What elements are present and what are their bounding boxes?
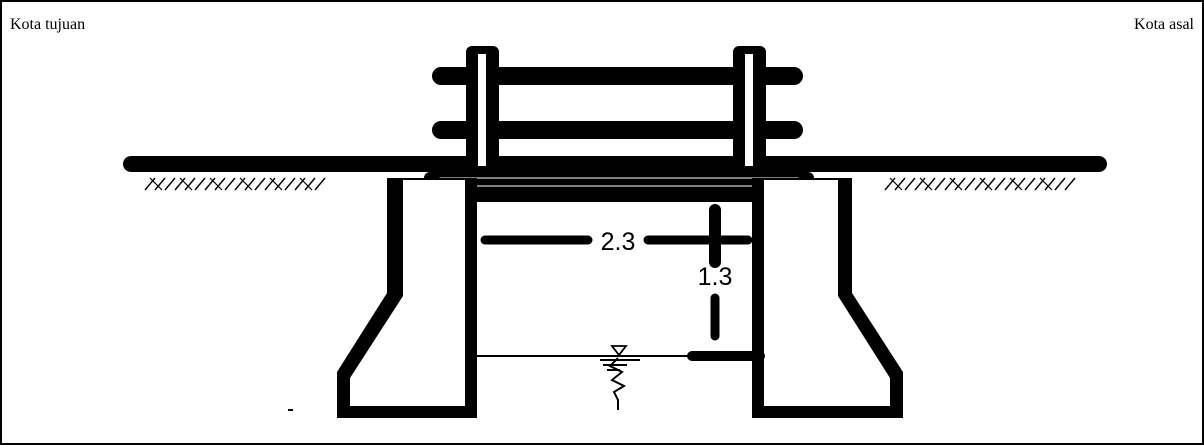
width-dimension-label: 2.3 bbox=[601, 228, 636, 256]
height-dimension-label: 1.3 bbox=[698, 263, 733, 291]
water-level-symbol bbox=[600, 345, 640, 410]
destination-city-label: Kota tujuan bbox=[10, 16, 86, 33]
origin-city-label: Kota asal bbox=[1134, 16, 1194, 33]
ground-hatch-right bbox=[884, 177, 1076, 191]
ground-hatch-left bbox=[144, 177, 326, 191]
